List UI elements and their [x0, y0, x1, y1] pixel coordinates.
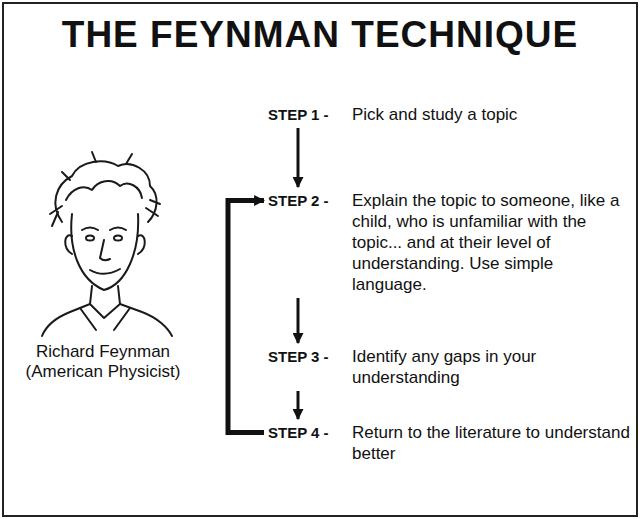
flow-arrow [297, 298, 300, 343]
step-box: STEP 1 -Pick and study a topic [268, 104, 630, 125]
flow-arrow [297, 128, 300, 187]
step-heading: STEP 3 - [268, 346, 352, 367]
portrait-caption: Richard Feynman (American Physicist) [14, 342, 192, 383]
frame [3, 3, 637, 516]
step-text: Pick and study a topic [352, 104, 630, 125]
step-text: Explain the topic to someone, like a chi… [352, 190, 630, 295]
step-text: Return to the literature to understand b… [352, 422, 630, 464]
step-heading: STEP 4 - [268, 422, 352, 443]
flow-arrow [297, 391, 300, 419]
title: THE FEYNMAN TECHNIQUE [0, 14, 640, 56]
step-box: STEP 3 -Identify any gaps in your unders… [268, 346, 630, 388]
step-text: Identify any gaps in your understanding [352, 346, 630, 388]
step-box: STEP 4 -Return to the literature to unde… [268, 422, 630, 464]
step-heading: STEP 1 - [268, 104, 352, 125]
feynman-portrait [42, 152, 172, 336]
step-box: STEP 2 -Explain the topic to someone, li… [268, 190, 630, 295]
loop-bracket [228, 201, 264, 433]
step-heading: STEP 2 - [268, 190, 352, 211]
